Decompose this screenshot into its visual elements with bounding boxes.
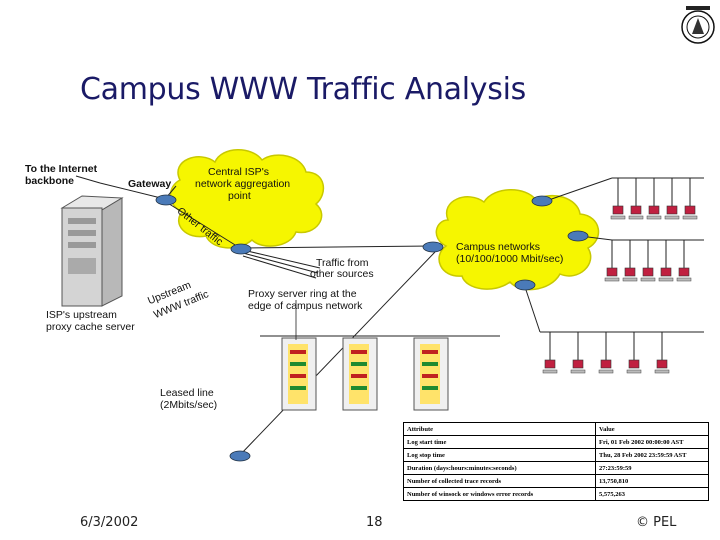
footer-copyright: © PEL (636, 515, 677, 530)
proxy-ring-label-2: edge of campus network (248, 300, 363, 312)
computer-keyboard (676, 277, 692, 282)
proxy-server-icon (281, 337, 449, 411)
computer-icon (624, 267, 636, 277)
trace-stats-table: Attribute Value Log start time Fri, 01 F… (403, 422, 709, 501)
network-links (99, 177, 613, 456)
computer-icon (642, 267, 654, 277)
computer-icon (606, 267, 618, 277)
lan-segments (606, 177, 704, 333)
computer-keyboard (542, 369, 558, 374)
table-row: Number of winsock or windows error recor… (403, 487, 709, 501)
computer-keyboard (664, 215, 680, 220)
computer-keyboard (626, 369, 642, 374)
leased-line-label: Leased line (160, 387, 214, 399)
campus-speed-label: (10/100/1000 Mbit/sec) (456, 253, 564, 265)
computer-icon (542, 178, 698, 374)
computer-keyboard (604, 277, 620, 282)
table-cell: Number of collected trace records (403, 474, 596, 488)
table-cell: 27:23:59:59 (595, 461, 709, 475)
computer-icon (612, 205, 624, 215)
table-cell: Fri, 01 Feb 2002 00:00:00 AST (595, 435, 709, 449)
table-cell: Log stop time (403, 448, 596, 462)
computer-keyboard (654, 369, 670, 374)
page-title: Campus WWW Traffic Analysis (80, 72, 526, 107)
campus-networks-cloud (435, 189, 600, 291)
table-header-value: Value (595, 422, 709, 436)
computer-icon (544, 359, 556, 369)
isp-proxy-label-2: proxy cache server (46, 321, 135, 333)
computer-icon (600, 359, 612, 369)
central-isp-cloud (169, 149, 325, 249)
computer-icon (660, 267, 672, 277)
computer-icon (656, 359, 668, 369)
computer-icon (630, 205, 642, 215)
computer-icon (628, 359, 640, 369)
table-row: Log start time Fri, 01 Feb 2002 00:00:00… (403, 435, 709, 449)
footer-date: 6/3/2002 (80, 515, 139, 530)
computer-keyboard (628, 215, 644, 220)
computer-keyboard (622, 277, 638, 282)
backbone-arrow (75, 175, 101, 184)
table-row: Log stop time Thu, 28 Feb 2002 23:59:59 … (403, 448, 709, 462)
table-cell: Number of winsock or windows error recor… (403, 487, 596, 501)
central-isp-label-1: Central ISP's (208, 166, 269, 178)
computer-icon (572, 359, 584, 369)
table-row: Number of collected trace records 13,750… (403, 474, 709, 488)
proxy-ring-label-1: Proxy server ring at the (248, 288, 357, 300)
table-header-row: Attribute Value (403, 422, 709, 436)
table-cell: Duration (days:hours:minutes:seconds) (403, 461, 596, 475)
table-header-attribute: Attribute (403, 422, 596, 436)
central-isp-label-2: network aggregation (195, 178, 291, 190)
traffic-from-label: Traffic from (316, 257, 369, 269)
university-seal-icon (681, 6, 715, 44)
table-cell: Thu, 28 Feb 2002 23:59:59 AST (595, 448, 709, 462)
isp-proxy-label-1: ISP's upstream (46, 309, 117, 321)
router-icon (155, 194, 589, 462)
computer-icon (666, 205, 678, 215)
computer-keyboard (598, 369, 614, 374)
table-cell: Log start time (403, 435, 596, 449)
computer-keyboard (640, 277, 656, 282)
footer-page-number: 18 (366, 515, 383, 530)
computer-icon (648, 205, 660, 215)
computer-keyboard (646, 215, 662, 220)
computer-keyboard (610, 215, 626, 220)
other-sources-label: other sources (310, 268, 374, 280)
computer-icon (684, 205, 696, 215)
table-cell: 13,750,810 (595, 474, 709, 488)
backbone-label: backbone (25, 175, 75, 187)
gateway-label: Gateway (128, 178, 172, 190)
computer-keyboard (658, 277, 674, 282)
server-tower-icon (60, 195, 124, 307)
central-isp-label-3: point (228, 190, 251, 202)
table-cell: 5,575,263 (595, 487, 709, 501)
table-row: Duration (days:hours:minutes:seconds) 27… (403, 461, 709, 475)
to-internet-label: To the Internet (25, 163, 98, 175)
computer-keyboard (570, 369, 586, 374)
computer-icon (678, 267, 690, 277)
campus-networks-label: Campus networks (456, 241, 541, 253)
leased-line-speed-label: (2Mbits/sec) (160, 399, 218, 411)
computer-keyboard (682, 215, 698, 220)
